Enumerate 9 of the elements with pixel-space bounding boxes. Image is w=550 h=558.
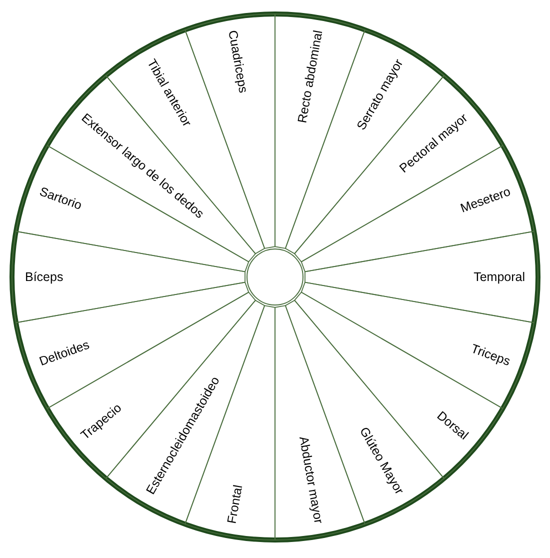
muscle-label: Frontal [224,484,246,524]
muscle-label: Bíceps [25,270,64,284]
wheel-segment [304,230,538,324]
muscle-label: Temporal [474,270,525,284]
muscle-label: Recto abdominal [294,30,326,124]
center-circle [246,248,304,306]
wheel-segment [12,230,246,324]
muscle-label: Abductor mayor [296,435,326,524]
muscle-label: Cuadriceps [224,30,250,94]
